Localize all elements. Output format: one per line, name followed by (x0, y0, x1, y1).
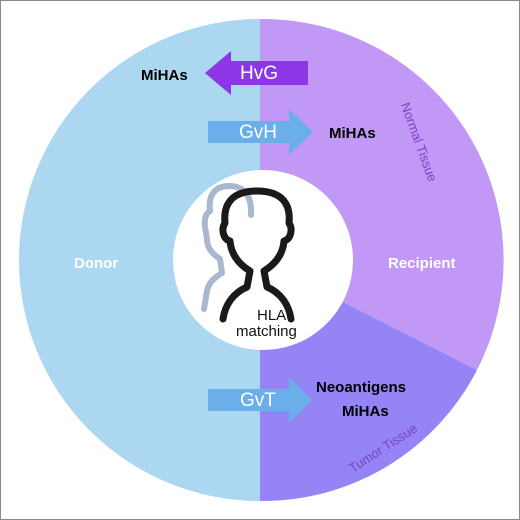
hla-matching-label: matching (236, 323, 297, 340)
back-head-icon (201, 183, 255, 312)
gvt-target-label-neoantigens: Neoantigens (316, 379, 407, 396)
gvh-target-label: MiHAs (329, 125, 376, 142)
donor-half-circle (19, 19, 260, 501)
hla-label: HLA (257, 307, 287, 324)
hvg-arrow (205, 51, 308, 95)
hvg-target-label: MiHAs (141, 67, 188, 84)
gvt-arrow (208, 377, 312, 423)
gvt-target-label-mihas: MiHAs (342, 403, 389, 420)
donor-label: Donor (74, 255, 119, 272)
center-circle (173, 170, 353, 350)
gvh-arrow (208, 109, 313, 155)
head-silhouette-icon (219, 187, 295, 323)
recipient-label: Recipient (388, 255, 456, 272)
hvg-arrow-label: HvG (240, 63, 278, 84)
gvh-arrow-label: GvH (239, 122, 277, 143)
gvt-arrow-label: GvT (240, 390, 276, 411)
